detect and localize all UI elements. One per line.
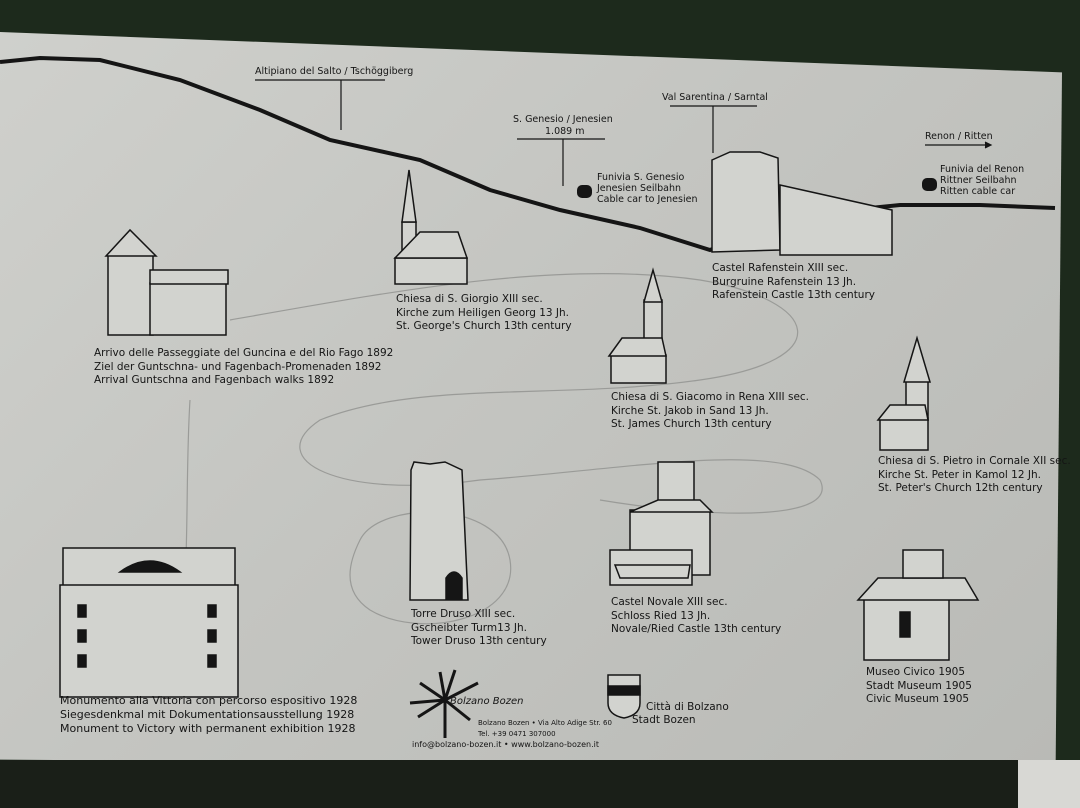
site-guncina: Arrivo delle Passeggiate del Guncina e d… [94, 347, 394, 386]
site-giorgio: Chiesa di S. Giorgio XIII sec.Kirche zum… [396, 293, 572, 332]
druso-tower [409, 461, 469, 601]
site-giacomo: Chiesa di S. Giacomo in Rena XIII sec.Ki… [611, 391, 810, 430]
victory-monument [59, 547, 239, 698]
label-genesio: S. Genesio / Jenesien [513, 114, 613, 125]
mountain-ridge [0, 55, 1056, 253]
site-druso: Torre Druso XIII sec.Gscheibter Turm13 J… [411, 608, 547, 647]
city-coat-of-arms [607, 674, 641, 719]
giacomo-church [607, 267, 667, 384]
footer-brand: Bolzano Bozen [450, 696, 524, 707]
museum [856, 549, 980, 661]
cable-car-icon [577, 185, 592, 198]
sign-post [1018, 760, 1080, 808]
footer-city-de: Stadt Bozen [632, 714, 696, 726]
pietro-church [876, 335, 932, 451]
label-altipiano: Altipiano del Salto / Tschöggiberg [255, 66, 414, 77]
guncina-building [104, 228, 229, 336]
ground [0, 760, 1080, 808]
footer-city-it: Città di Bolzano [646, 701, 729, 713]
site-novale: Castel Novale XIII sec.Schloss Ried 13 J… [611, 596, 782, 635]
giorgio-church [393, 169, 469, 285]
label-sarentina: Val Sarentina / Sarntal [662, 92, 768, 103]
rafenstein-castle [711, 151, 893, 256]
footer-web: info@bolzano-bozen.it • www.bolzano-boze… [412, 740, 599, 749]
site-rafenstein: Castel Rafenstein XIII sec.Burgruine Raf… [712, 262, 875, 301]
label-genesio-altitude: 1.089 m [545, 126, 585, 137]
site-pietro: Chiesa di S. Pietro in Cornale XII sec.K… [878, 455, 1071, 494]
footer-tel: Tel. +39 0471 307000 [478, 730, 556, 738]
site-vittoria: Monumento alla Vittoria con percorso esp… [60, 694, 358, 735]
cable-car-icon [922, 178, 937, 191]
label-renon: Renon / Ritten [925, 131, 993, 142]
novale-castle [609, 461, 714, 586]
bolzano-bozen-logo [409, 669, 479, 738]
footer-address: Bolzano Bozen • Via Alto Adige Str. 60 [478, 719, 612, 727]
